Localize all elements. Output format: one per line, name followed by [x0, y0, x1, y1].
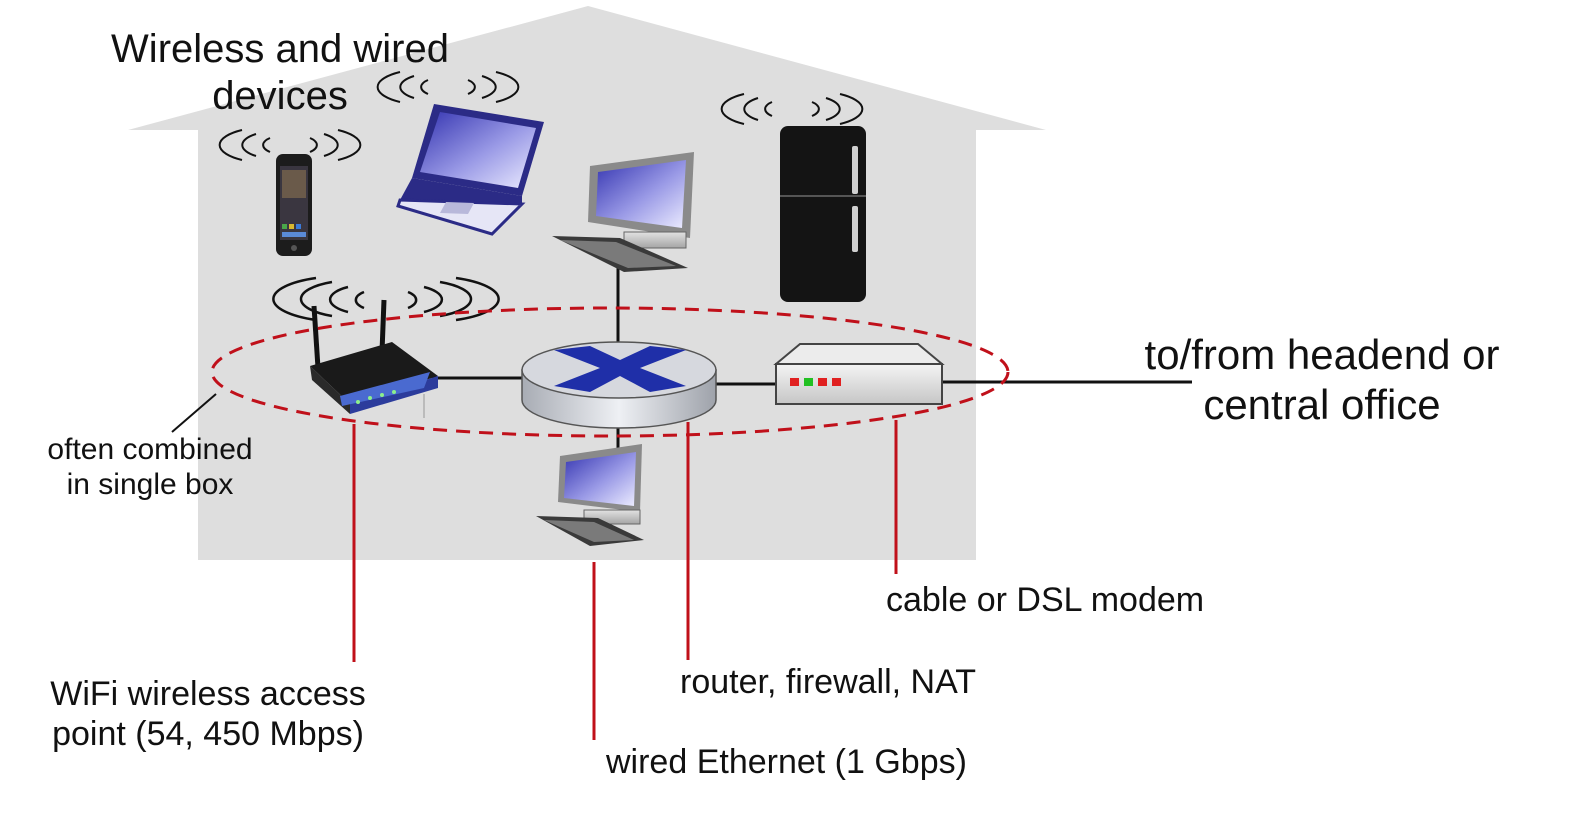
wireless-signal-icon: [272, 276, 500, 322]
uplink-label-line-2: central office: [1203, 380, 1441, 428]
laptop-icon: [396, 104, 544, 236]
combined-leader-line: [171, 393, 217, 433]
smartphone-icon: [276, 154, 312, 256]
router-label: router, firewall, NAT: [680, 663, 977, 701]
wifi-ap-label-line-2: point (54, 450 Mbps): [52, 715, 364, 754]
uplink-label: to/from headend or central office: [1112, 330, 1532, 429]
modem-label: cable or DSL modem: [886, 581, 1205, 619]
wifi-ap-label: WiFi wireless access point (54, 450 Mbps…: [18, 674, 398, 754]
wifi-ap-label-line-1: WiFi wireless access: [50, 675, 366, 713]
diagram-title-line-2: devices: [212, 74, 348, 119]
diagram-title: Wireless and wired devices: [70, 26, 490, 120]
desktop-computer-icon: [536, 444, 644, 546]
combined-label-line-1: often combined: [47, 433, 253, 466]
router-icon: [521, 341, 717, 429]
wired-ethernet-label: wired Ethernet (1 Gbps): [606, 743, 967, 781]
combined-label: often combined in single box: [10, 432, 290, 503]
uplink-label-line-1: to/from headend or: [1144, 331, 1500, 378]
diagram-title-line-1: Wireless and wired: [111, 27, 449, 71]
wireless-access-point-icon: [310, 299, 438, 418]
cable-modem-icon: [773, 343, 945, 405]
desktop-computer-icon: [552, 152, 694, 272]
combined-box-ellipse: [210, 306, 1010, 438]
callout-lines: [352, 420, 898, 740]
combined-label-line-2: in single box: [66, 468, 234, 502]
refrigerator-icon: [780, 126, 866, 302]
